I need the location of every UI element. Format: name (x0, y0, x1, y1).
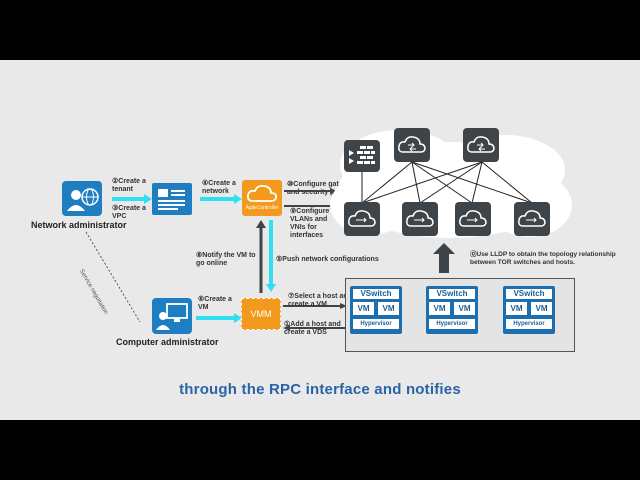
host-2-hypervisor: Hypervisor (429, 319, 475, 329)
step-0-label: ⓪Use LLDP to obtain the topology relatio… (470, 251, 616, 266)
arrowhead-controller-to-gateway (330, 188, 337, 194)
step-9-label: ⑨Configure VLANs and VNIs for interfaces (290, 208, 330, 239)
step-4-label: ④Create a network (202, 180, 236, 195)
cloud-icon (246, 184, 278, 202)
step-8-label: ⑧Notify the VM to go online (196, 252, 256, 267)
arrowhead-controller-to-vmm (266, 284, 276, 292)
step-7-label: ⑦Select a host and create a VM (288, 293, 352, 308)
step-1-label: ①Add a host and create a VDS (284, 321, 341, 336)
host-3-hypervisor: Hypervisor (506, 319, 552, 329)
lldp-arrowhead (433, 243, 455, 254)
arrowhead-vmm-to-hosts (340, 303, 347, 309)
tor-switch-1-icon (344, 202, 380, 236)
host-3: VSwitch VM VM Hypervisor (503, 286, 555, 334)
arrowhead-hosts-to-vmm (283, 325, 290, 331)
service-negotiation-line (85, 231, 141, 323)
firewall-icon (344, 140, 380, 172)
host-1: VSwitch VM VM Hypervisor (350, 286, 402, 334)
host-1-vm-1: VM (353, 302, 374, 315)
vmm-label: VMM (250, 309, 272, 319)
fabric-links (361, 161, 533, 204)
step-3-label: ③Create a VPC (112, 205, 146, 220)
arrowhead-doc-to-controller (234, 194, 242, 204)
agile-controller-box: AgileController (242, 180, 282, 216)
host-1-hypervisor: Hypervisor (353, 319, 399, 329)
step-2-label: ②Create a tenant (112, 178, 146, 193)
step-5-label: ⑤Push network configurations (276, 256, 379, 263)
tor-switch-2-icon (402, 202, 438, 236)
host-2-vm-2: VM (454, 302, 475, 315)
agile-controller-label: AgileController (245, 205, 279, 211)
host-2-vswitch: VSwitch (429, 289, 475, 299)
host-1-vm-2: VM (378, 302, 399, 315)
computer-admin-label: Computer administrator (116, 337, 219, 347)
step-6-label: ⑥Create a VM (198, 296, 232, 311)
tor-switch-3-icon (455, 202, 491, 236)
tor-switch-4-icon (514, 202, 550, 236)
core-switch-1-icon (394, 128, 430, 162)
host-3-vswitch: VSwitch (506, 289, 552, 299)
host-1-vswitch: VSwitch (353, 289, 399, 299)
network-admin-icon (62, 181, 102, 216)
lldp-arrow-shaft (439, 253, 449, 273)
network-admin-label: Network administrator (31, 220, 127, 230)
core-switch-2-icon (463, 128, 499, 162)
host-2-vm-1: VM (429, 302, 450, 315)
arrowhead-computer-to-vmm (234, 313, 242, 323)
host-3-vm-1: VM (506, 302, 527, 315)
step-10-label: ⑩Configure gateway and security policies (287, 181, 357, 196)
document-icon (152, 183, 192, 215)
host-2: VSwitch VM VM Hypervisor (426, 286, 478, 334)
arrowhead-admin-to-doc (144, 194, 152, 204)
arrow-layer (85, 188, 455, 331)
diagram-stage: Network administrator ②Create a tenant ③… (0, 60, 640, 420)
arrowhead-vmm-to-controller (256, 220, 266, 228)
vmm-box: VMM (241, 298, 281, 330)
video-subtitle: through the RPC interface and notifies (179, 381, 461, 398)
host-3-vm-2: VM (531, 302, 552, 315)
computer-admin-icon (152, 298, 192, 334)
